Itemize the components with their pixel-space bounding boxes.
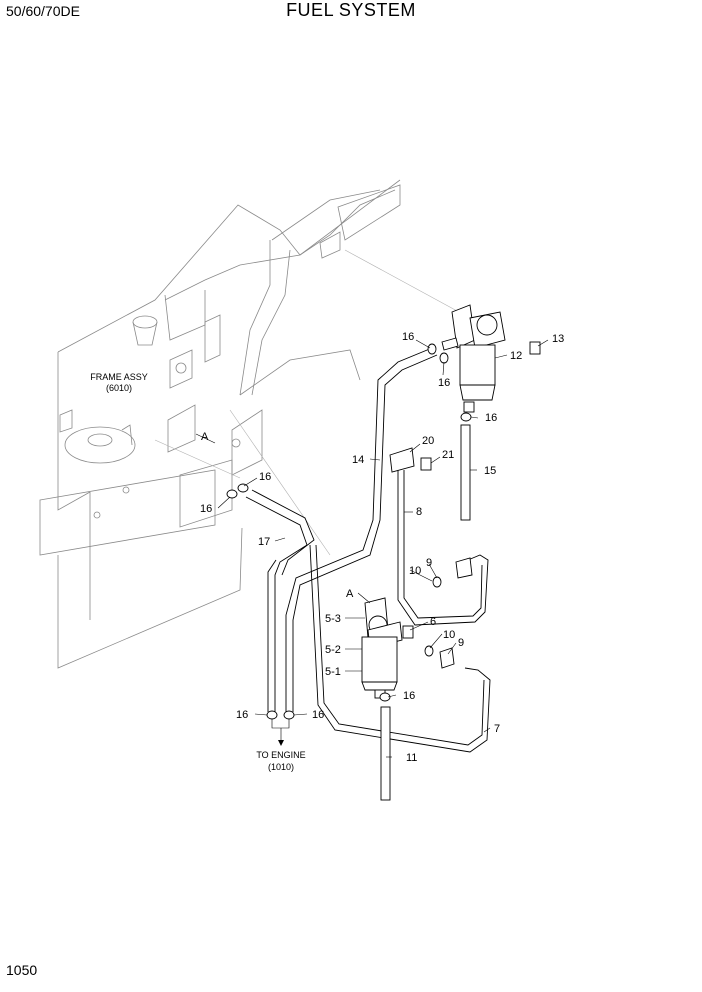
fuel-filter-upper <box>441 304 506 413</box>
callout-11: 11 <box>406 752 417 764</box>
callout-10: 10 <box>443 629 455 641</box>
callouts: FRAME ASSY (6010) TO ENGINE (1010) 16 16… <box>90 331 564 772</box>
callout-13: 13 <box>552 333 564 345</box>
page-title: FUEL SYSTEM <box>286 0 416 20</box>
callout-12: 12 <box>510 350 522 362</box>
callout-16: 16 <box>438 377 450 389</box>
frame-assy-label: FRAME ASSY <box>90 372 148 382</box>
callout-16: 16 <box>236 709 248 721</box>
callout-21: 21 <box>442 449 454 461</box>
fittings <box>226 341 541 720</box>
page-number: 1050 <box>6 962 38 978</box>
model-code: 50/60/70DE <box>6 3 80 19</box>
callout-16: 16 <box>402 331 414 343</box>
callout-16: 16 <box>259 471 271 483</box>
callout-7: 7 <box>494 723 500 735</box>
to-engine-label: TO ENGINE <box>256 750 305 760</box>
callout-9: 9 <box>458 637 464 649</box>
view-mark-a: A <box>346 588 354 600</box>
callout-14: 14 <box>352 454 364 466</box>
leader-lines <box>195 339 549 758</box>
callout-16: 16 <box>312 709 324 721</box>
callout-5-2: 5-2 <box>325 644 341 656</box>
callout-5-1: 5-1 <box>325 666 341 678</box>
callout-16: 16 <box>200 503 212 515</box>
callout-15: 15 <box>484 465 496 477</box>
view-mark-a: A <box>201 431 209 443</box>
to-engine-code: (1010) <box>268 762 294 772</box>
callout-16: 16 <box>403 690 415 702</box>
callout-5-3: 5-3 <box>325 613 341 625</box>
callout-10: 10 <box>409 565 421 577</box>
frame-assembly <box>39 179 471 669</box>
callout-9: 9 <box>426 557 432 569</box>
fuel-hoses <box>245 347 491 801</box>
callout-20: 20 <box>422 435 434 447</box>
callout-6: 6 <box>430 616 436 628</box>
callout-17: 17 <box>258 536 270 548</box>
callout-8: 8 <box>416 506 422 518</box>
callout-16: 16 <box>485 412 497 424</box>
fuel-filter-lower <box>361 597 403 699</box>
frame-assy-code: (6010) <box>106 383 132 393</box>
